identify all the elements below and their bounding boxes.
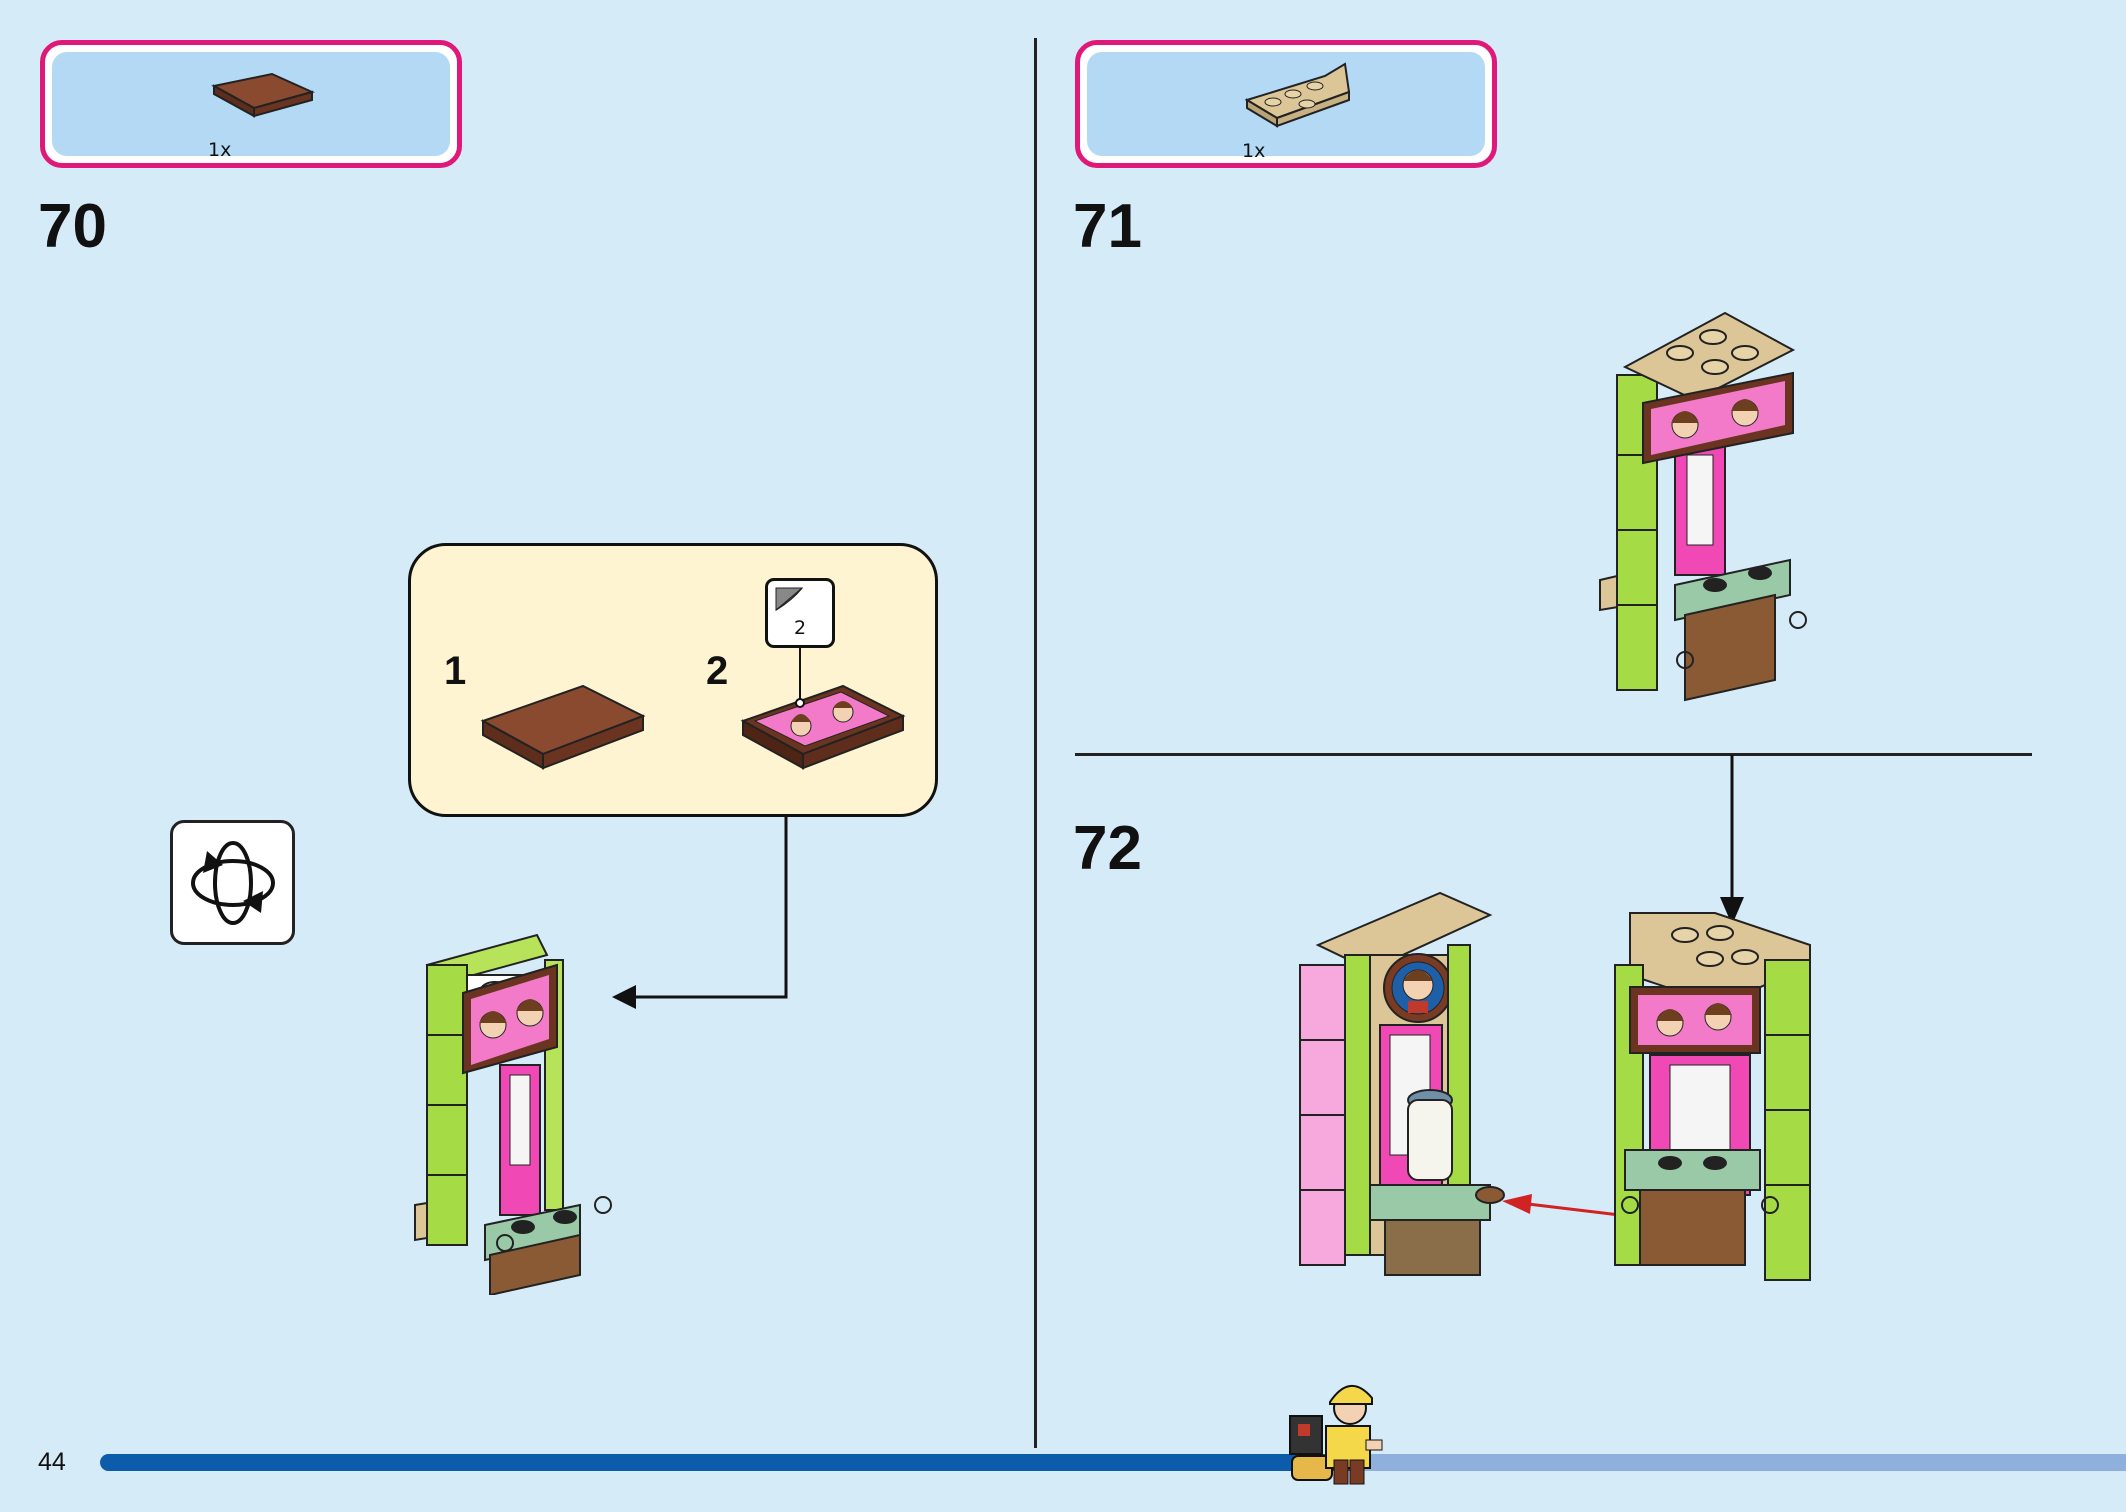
step70-part-qty: 1x — [208, 139, 232, 161]
page-number: 44 — [38, 1448, 66, 1476]
step72-insert-arrow — [1720, 755, 1744, 925]
callout-substep-1: 1 — [444, 649, 467, 693]
red-attach-arrow — [1502, 1194, 1629, 1218]
step71-part-qty: 1x — [1242, 140, 1266, 162]
rotate-arrows-icon — [191, 841, 275, 925]
progress-bar-track — [1320, 1454, 2126, 1471]
step71-parts-list: 1x — [1075, 40, 1497, 168]
progress-bar-fill — [100, 1454, 1356, 1471]
step72-left-booth — [1299, 891, 1505, 1276]
callout-substep-2: 2 — [706, 649, 729, 693]
step70-model — [414, 933, 612, 1295]
tan-wedge-plate-part-icon — [1244, 62, 1351, 128]
brown-tile-part-icon — [211, 72, 315, 118]
sticker-peel-icon — [775, 587, 804, 612]
callout-arrow — [612, 815, 788, 1009]
step70-number: 70 — [38, 192, 107, 261]
rotate-model-button[interactable] — [170, 820, 295, 945]
step72-number: 72 — [1073, 814, 1142, 883]
step70-callout: 1 2 — [408, 543, 938, 817]
step71-model — [1599, 311, 1807, 702]
vertical-divider — [1034, 38, 1037, 1448]
sticker-leader-line — [795, 645, 805, 708]
sticker-reference: 2 — [765, 578, 835, 648]
horizontal-divider — [1075, 753, 2032, 756]
step72-right-booth — [1614, 912, 1811, 1281]
step70-parts-list: 1x — [40, 40, 462, 168]
brown-tile-icon — [480, 684, 646, 770]
step71-number: 71 — [1073, 192, 1142, 261]
sticker-number: 2 — [793, 617, 807, 639]
construction-minifig-mascot — [1289, 1385, 1383, 1485]
stickered-tile-icon — [740, 684, 906, 770]
